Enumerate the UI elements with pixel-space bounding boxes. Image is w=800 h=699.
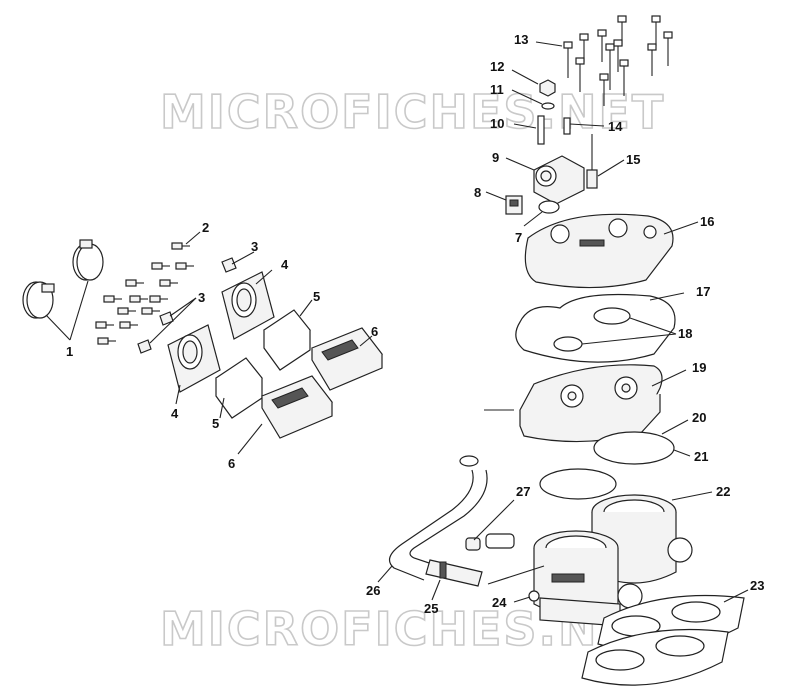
callout-26: 26 bbox=[366, 583, 380, 598]
brackets bbox=[137, 257, 237, 354]
callout-labels: 1 2 3 3 4 4 5 5 6 6 7 8 9 10 11 12 13 14… bbox=[66, 32, 764, 616]
head-cover-16 bbox=[524, 213, 674, 289]
callout-3: 3 bbox=[198, 290, 205, 305]
gasket-20 bbox=[593, 431, 675, 465]
callout-15: 15 bbox=[626, 152, 640, 167]
callout-23: 23 bbox=[750, 578, 764, 593]
callout-6: 6 bbox=[228, 456, 235, 471]
reed-cages bbox=[261, 327, 383, 439]
callout-3: 3 bbox=[251, 239, 258, 254]
cylinder-22 bbox=[533, 494, 693, 627]
callout-6: 6 bbox=[371, 324, 378, 339]
callout-21: 21 bbox=[694, 449, 708, 464]
gasket-21 bbox=[539, 468, 617, 500]
reed-valve-blocks bbox=[167, 271, 275, 393]
head-gasket-17 bbox=[515, 293, 676, 363]
callout-17: 17 bbox=[696, 284, 710, 299]
base-gasket-23 bbox=[581, 594, 745, 686]
callout-12: 12 bbox=[490, 59, 504, 74]
callout-8: 8 bbox=[474, 185, 481, 200]
callout-11: 11 bbox=[490, 82, 504, 97]
watermark-top: MICROFICHES.NET bbox=[160, 85, 665, 139]
callout-27: 27 bbox=[516, 484, 530, 499]
callout-18: 18 bbox=[678, 326, 692, 341]
temp-sensor-15 bbox=[586, 134, 598, 189]
callout-25: 25 bbox=[424, 601, 438, 616]
thermostat-8 bbox=[505, 195, 523, 215]
callout-22: 22 bbox=[716, 484, 730, 499]
callout-4: 4 bbox=[281, 257, 289, 272]
nut-12 bbox=[539, 79, 556, 97]
water-outlet-9 bbox=[533, 155, 585, 205]
callout-5: 5 bbox=[313, 289, 320, 304]
stud-10 bbox=[537, 115, 545, 145]
spacers bbox=[215, 309, 311, 419]
drain-plug-24 bbox=[528, 590, 540, 602]
bypass-hose-26 bbox=[388, 455, 488, 581]
callout-5: 5 bbox=[212, 416, 219, 431]
bolt-14 bbox=[563, 117, 571, 135]
callout-24: 24 bbox=[492, 595, 507, 610]
callout-4: 4 bbox=[171, 406, 179, 421]
washer-11 bbox=[541, 102, 555, 110]
callout-1: 1 bbox=[66, 344, 73, 359]
callout-13: 13 bbox=[514, 32, 528, 47]
callout-14: 14 bbox=[608, 119, 623, 134]
o-ring-7 bbox=[538, 200, 560, 214]
cylinder-head-19 bbox=[519, 364, 663, 443]
hose-clamps bbox=[22, 239, 104, 319]
head-bolts bbox=[563, 15, 673, 106]
screws-group bbox=[95, 242, 194, 345]
callout-19: 19 bbox=[692, 360, 706, 375]
callout-20: 20 bbox=[692, 410, 706, 425]
hose-25 bbox=[425, 559, 483, 587]
fitting-27 bbox=[465, 533, 515, 551]
callout-16: 16 bbox=[700, 214, 714, 229]
callout-9: 9 bbox=[492, 150, 499, 165]
callout-2: 2 bbox=[202, 220, 209, 235]
callout-7: 7 bbox=[515, 230, 522, 245]
callout-10: 10 bbox=[490, 116, 504, 131]
